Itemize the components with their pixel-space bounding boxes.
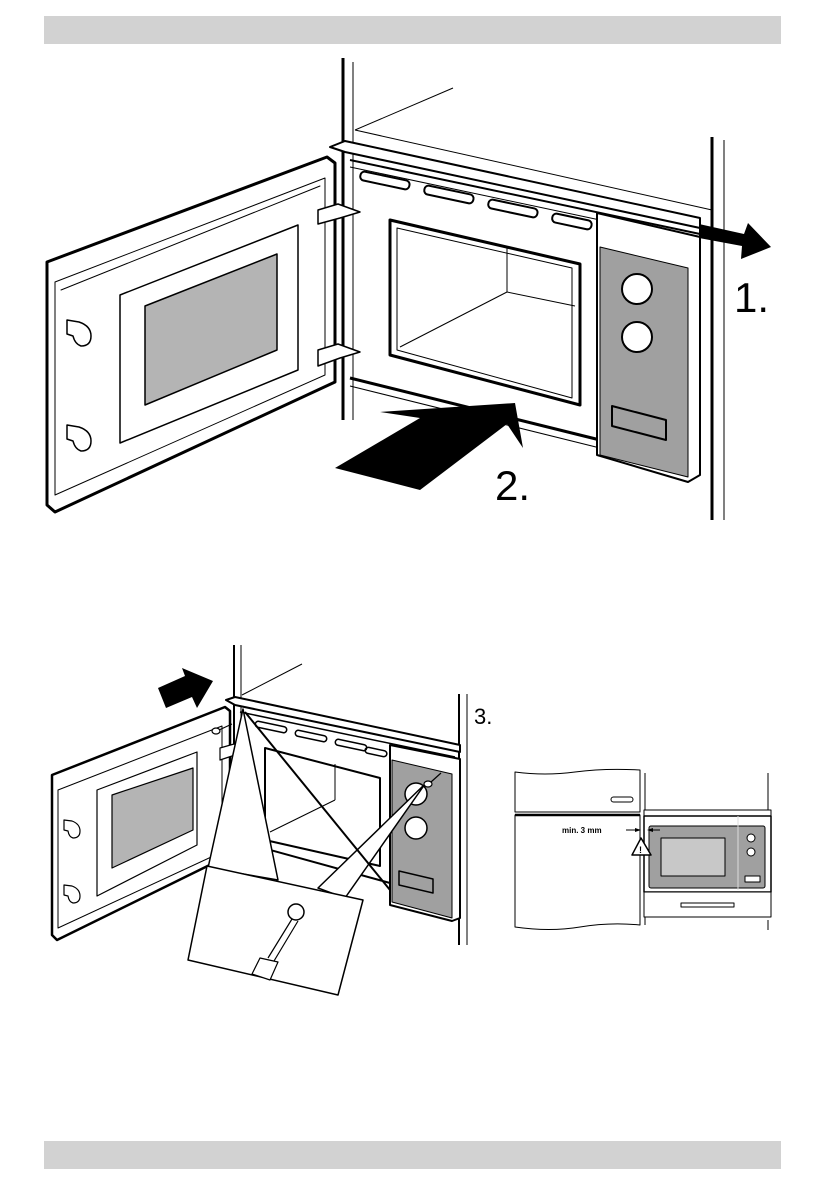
figure-1-remove-panel [45, 58, 725, 520]
step-3-label: 3. [474, 704, 492, 729]
shelf-diagonal [354, 87, 454, 131]
gap-dimension-label: min. 3 mm [562, 826, 602, 835]
panel-guide-line [244, 711, 391, 891]
vent-slots [359, 170, 593, 231]
shelf-back [354, 129, 713, 211]
door-latch-bottom [63, 884, 81, 904]
side-cabinet [514, 814, 641, 930]
warning-triangle-icon [631, 837, 652, 856]
frame-top-inner [349, 166, 601, 221]
door-inner [54, 177, 326, 496]
top-rail [329, 140, 701, 229]
door-latch-bottom [66, 424, 92, 452]
screwdriver-shaft [267, 918, 299, 962]
screw-head-detail [287, 903, 305, 921]
detail-callout [187, 865, 364, 996]
hinge-top [317, 203, 361, 225]
door-window [111, 767, 194, 869]
mini-knob-2 [746, 847, 756, 857]
shelf-diagonal [241, 663, 303, 696]
control-knob-1 [621, 273, 653, 305]
vent-slot [364, 746, 388, 758]
display-window [398, 870, 434, 894]
dim-arrowhead-right [647, 828, 653, 832]
cavity-floor-edge [399, 291, 508, 348]
control-knob-2 [404, 816, 428, 840]
arrow-push-in-icon [335, 403, 523, 490]
step-1-label: 1. [734, 274, 769, 321]
top-rail [225, 696, 461, 753]
screw-icon [211, 723, 233, 735]
door-latch-top [63, 819, 81, 839]
screw-icon [423, 772, 442, 788]
figure-3-side-view [514, 768, 772, 930]
warning-exclamation: ! [639, 845, 642, 855]
footer-bar [44, 1141, 781, 1169]
oven-cavity-inner [396, 227, 573, 399]
dim-arrowhead-left [635, 828, 641, 832]
upper-cabinet [514, 768, 641, 813]
screwdriver-handle [251, 957, 279, 981]
mini-knob-1 [746, 833, 756, 843]
vent-slot [334, 738, 368, 752]
door-window [144, 253, 278, 406]
vent-slot [423, 184, 475, 205]
frame-top [643, 809, 772, 817]
cavity-floor-edge-right [506, 291, 576, 307]
header-bar [44, 16, 781, 44]
vent-slot [487, 198, 539, 219]
figure-2-screw-panel [50, 645, 468, 996]
frame-top [349, 159, 701, 235]
microwave-window [660, 837, 726, 877]
step-2-label: 2. [495, 462, 530, 509]
cabinet-handle [610, 796, 634, 803]
vent-slots [254, 720, 388, 758]
frame-top [239, 711, 456, 758]
vent-slot [294, 729, 328, 743]
control-panel [391, 759, 453, 919]
arrow-push-icon [158, 668, 213, 708]
oven-cavity [388, 218, 582, 407]
mini-display [744, 875, 761, 883]
display-window [611, 405, 667, 441]
arrow-pull-right-icon [699, 223, 771, 259]
vent-slot [359, 170, 411, 191]
door-latch-top [66, 319, 92, 347]
vent-slot [551, 212, 593, 231]
door-ridge [60, 185, 321, 291]
hinge-bottom [317, 343, 361, 367]
cavity-floor-edge [269, 799, 336, 833]
trim-slot [680, 902, 735, 908]
control-knob-2 [621, 321, 653, 353]
